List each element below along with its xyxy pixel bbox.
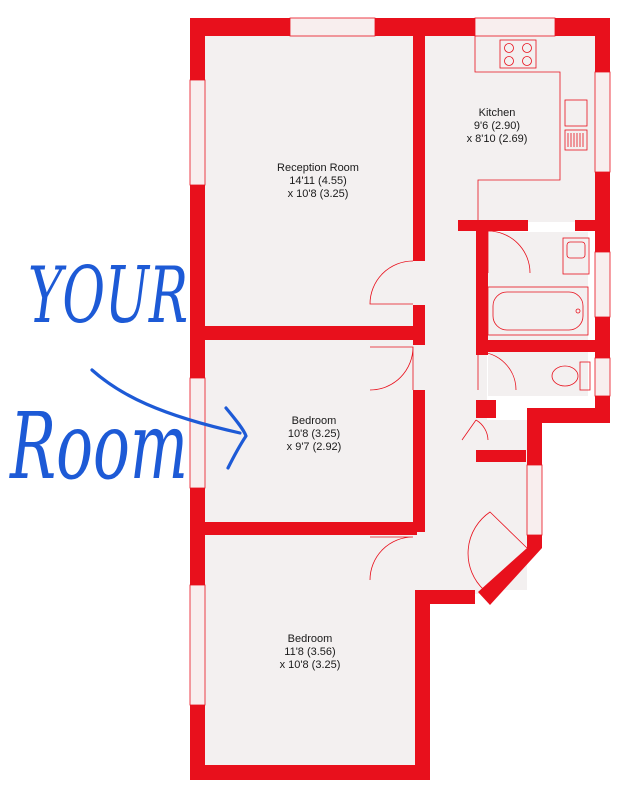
kitchen-counter [474, 36, 561, 222]
door-cupboard [461, 419, 489, 441]
window-bedroom1-left [189, 377, 206, 489]
window-bath-right [594, 251, 611, 318]
room-name-kitchen: Kitchen [479, 107, 516, 119]
hob-ring-4 [522, 56, 532, 66]
hob-ring-1 [504, 43, 514, 53]
wall-entrance-diagonal [478, 548, 542, 605]
toilet-cistern-icon [579, 361, 591, 391]
window-kitchen-top [474, 17, 556, 37]
drainer-icon [564, 129, 588, 151]
room-dim2-bedroom-2: x 10'8 (3.25) [280, 659, 341, 671]
window-reception-top [289, 17, 376, 37]
kitchen-fixtures [474, 36, 588, 222]
window-wc-right [594, 357, 611, 397]
wall-reception-bottom [205, 326, 415, 340]
door-bedroom2 [369, 536, 414, 581]
wall-bedroom1-bottom [205, 522, 417, 535]
wall-kitchen-bottom [458, 220, 528, 231]
floor-bedroom-2 [205, 535, 415, 767]
room-name-bedroom-1: Bedroom [292, 415, 337, 427]
door-reception [369, 260, 414, 305]
window-cupboard-right [526, 464, 543, 536]
door-bathroom [477, 351, 517, 391]
room-dim2-bedroom-1: x 9'7 (2.92) [287, 441, 342, 453]
room-dim2-kitchen: x 8'10 (2.69) [467, 133, 528, 145]
sink-icon [564, 99, 588, 127]
wall-bath-wc [476, 340, 610, 352]
basin-icon [562, 237, 590, 275]
room-dim1-bedroom-2: 11'8 (3.56) [284, 646, 335, 658]
bathtub-icon [487, 286, 589, 336]
floor-kitchen [425, 36, 595, 222]
window-bedroom2-left [189, 584, 206, 706]
floor-areas [205, 36, 595, 767]
door-entrance [467, 511, 528, 591]
window-kitchen-right [594, 71, 611, 173]
basin-bowl [566, 241, 586, 259]
wall-bedroom2-right [415, 590, 430, 780]
wall-kitchen-reception [413, 36, 425, 261]
hob-icon [499, 39, 537, 69]
door-bedroom1 [369, 346, 414, 391]
wall-hall-bottom [415, 590, 475, 604]
toilet-icon [551, 365, 579, 387]
room-dim1-bedroom-1: 10'8 (3.25) [288, 428, 340, 440]
bathtub-inner [492, 291, 584, 331]
room-dim1-kitchen: 9'6 (2.90) [474, 120, 520, 132]
floor-hallway [415, 222, 487, 594]
floor-reception [205, 36, 415, 326]
handwritten-room: Room [9, 393, 188, 500]
window-reception-left [189, 79, 206, 186]
room-dim2-reception: x 10'8 (3.25) [288, 188, 349, 200]
room-name-reception: Reception Room [277, 162, 359, 174]
room-name-bedroom-2: Bedroom [288, 633, 333, 645]
hob-ring-3 [504, 56, 514, 66]
hand-drawn-arrow-icon [90, 368, 248, 470]
wall-bath-left [476, 230, 488, 355]
room-dim1-reception: 14'11 (4.55) [289, 175, 347, 187]
handwritten-annotation: YOUR Room [9, 251, 248, 500]
hob-ring-2 [522, 43, 532, 53]
handwritten-your: YOUR [28, 251, 188, 341]
bath-plug [575, 308, 581, 314]
floor-wc [488, 352, 588, 396]
windows [189, 17, 611, 706]
wall-cupboard-bottom [476, 450, 526, 462]
wall-bottom [190, 765, 430, 780]
drainer-lines [567, 133, 584, 147]
wall-wc-bottom [476, 400, 496, 418]
door-kitchen [487, 230, 531, 274]
wall-hall-left-2 [413, 390, 425, 532]
room-labels: Reception Room 14'11 (4.55) x 10'8 (3.25… [277, 107, 527, 671]
wall-kitchen-bottom-2 [575, 220, 610, 231]
bathroom-fixtures [487, 237, 591, 391]
wall-hall-left-1 [413, 305, 425, 345]
wall-wc-bottom-2 [540, 408, 610, 423]
floor-bathroom [488, 232, 588, 340]
door-swings [369, 230, 531, 591]
